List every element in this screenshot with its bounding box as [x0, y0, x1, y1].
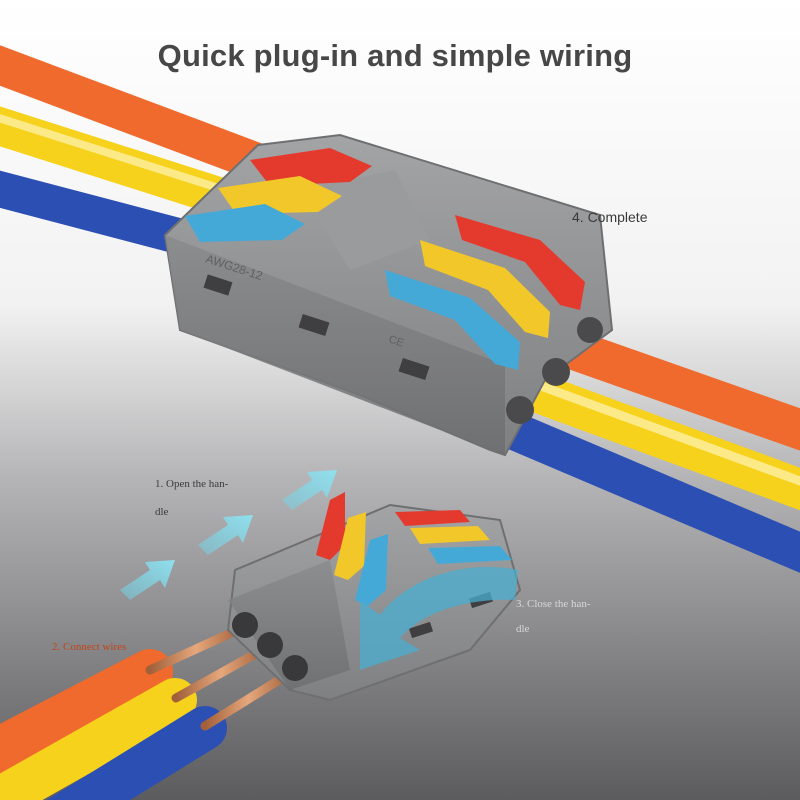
lever-yellow-left [218, 176, 342, 214]
insert-direction-arrows [120, 470, 337, 600]
step-3-label-continued: dle [516, 623, 530, 635]
lever-blue-small-open [355, 534, 388, 606]
step-1-label-continued: dle [155, 506, 169, 518]
lever-yellow-right [420, 240, 550, 338]
arrow-icon [120, 560, 175, 600]
lever-yellow-small-closed [410, 526, 490, 544]
ce-marking: CE [387, 333, 405, 349]
lever-blue-left [185, 204, 305, 242]
lever-red-right [455, 215, 585, 310]
wire-hole [282, 655, 308, 681]
copper-strands [145, 623, 297, 731]
step-2-label: 2. Connect wires [52, 641, 127, 653]
lever-blue-right [385, 270, 520, 370]
lever-red-left [250, 148, 372, 186]
arrow-icon [282, 470, 337, 510]
arrow-icon [198, 515, 253, 555]
wires-small [0, 649, 227, 800]
lever-blue-small-closed [428, 546, 512, 564]
wire-hole [232, 612, 258, 638]
wires-right-large [481, 325, 800, 573]
step-1-label: 1. Open the han- [155, 478, 229, 490]
lever-yellow-small-open [334, 512, 366, 580]
step-3-label: 3. Close the han- [516, 598, 591, 610]
headline: Quick plug-in and simple wiring [157, 38, 633, 73]
step-4-label: 4. Complete [572, 209, 648, 225]
lever-red-small-open [316, 492, 345, 560]
wire-hole [257, 632, 283, 658]
lever-red-small-closed [395, 510, 470, 526]
large-connector [163, 133, 614, 457]
close-arrow-icon [360, 567, 518, 670]
